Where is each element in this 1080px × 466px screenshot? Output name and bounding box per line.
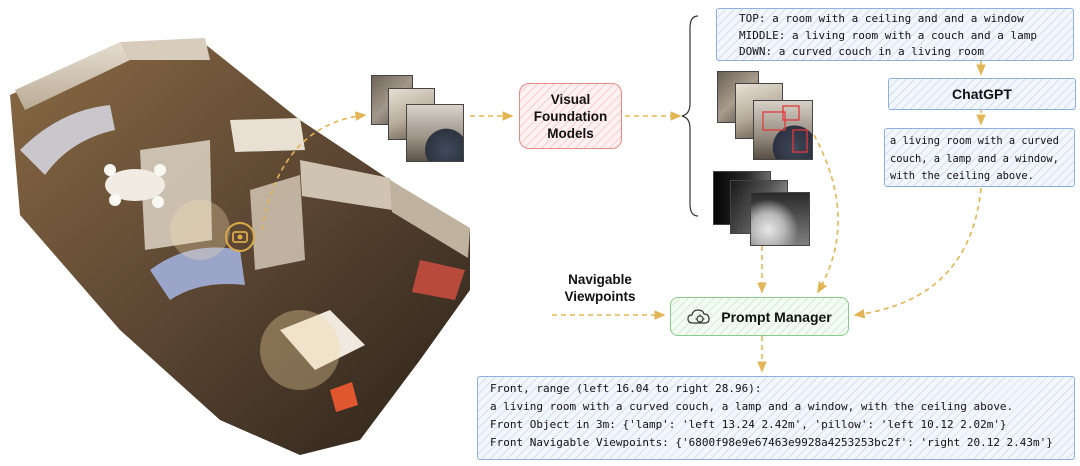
house-floor bbox=[10, 40, 470, 455]
house-wall bbox=[120, 38, 210, 60]
summary-line: couch, a lamp and a window, bbox=[890, 152, 1059, 165]
caption-middle: MIDDLE: a living room with a couch and a… bbox=[739, 28, 1038, 42]
chatgpt-label: ChatGPT bbox=[952, 86, 1012, 102]
summary-box: a living room with a curved couch, a lam… bbox=[884, 128, 1075, 187]
curved-sofa bbox=[20, 105, 115, 175]
summary-line: with the ceiling above. bbox=[890, 170, 1034, 182]
caption-down: DOWN: a curved couch in a living room bbox=[739, 45, 985, 58]
prompt-manager-label: Prompt Manager bbox=[721, 308, 832, 325]
house-wall bbox=[250, 175, 305, 270]
house-wall bbox=[300, 160, 392, 210]
prompt-manager-box: Prompt Manager bbox=[670, 297, 849, 336]
prompt-line: Front, range (left 16.04 to right 28.96)… bbox=[490, 382, 762, 395]
prompt-line: a living room with a curved couch, a lam… bbox=[490, 400, 1014, 413]
prompt-box: Front, range (left 16.04 to right 28.96)… bbox=[477, 376, 1075, 460]
summary-line: a living room with a curved bbox=[890, 135, 1059, 147]
curved-sofa bbox=[150, 247, 245, 300]
vfm-box: Visual Foundation Models bbox=[519, 83, 622, 149]
house-wall bbox=[230, 118, 305, 152]
house-3d-scan bbox=[10, 38, 470, 455]
prompt-line: Front Navigable Viewpoints: {'6800f98e9e… bbox=[490, 436, 1053, 449]
navigable-viewpoints-label: Navigable Viewpoints bbox=[564, 272, 636, 304]
bracket bbox=[681, 15, 699, 217]
dining-table bbox=[105, 169, 165, 201]
house-wall bbox=[390, 180, 470, 258]
bed bbox=[280, 310, 365, 370]
bounding-boxes bbox=[762, 105, 808, 153]
vfm-label: Visual Foundation Models bbox=[533, 91, 608, 141]
house-wall bbox=[15, 42, 130, 110]
depth-map-thumbnail bbox=[750, 192, 810, 246]
chatgpt-box: ChatGPT bbox=[888, 78, 1076, 110]
view-image-thumbnail bbox=[406, 104, 464, 162]
caption-top: TOP: a room with a ceiling and and a win… bbox=[739, 12, 1024, 25]
cloud-gear-icon bbox=[687, 308, 710, 324]
prompt-line: Front Object in 3m: {'lamp': 'left 13.24… bbox=[490, 418, 1007, 431]
camera-marker-icon bbox=[225, 222, 255, 252]
caption-box: TOP: a room with a ceiling and and a win… bbox=[716, 8, 1074, 61]
rug bbox=[412, 260, 465, 300]
